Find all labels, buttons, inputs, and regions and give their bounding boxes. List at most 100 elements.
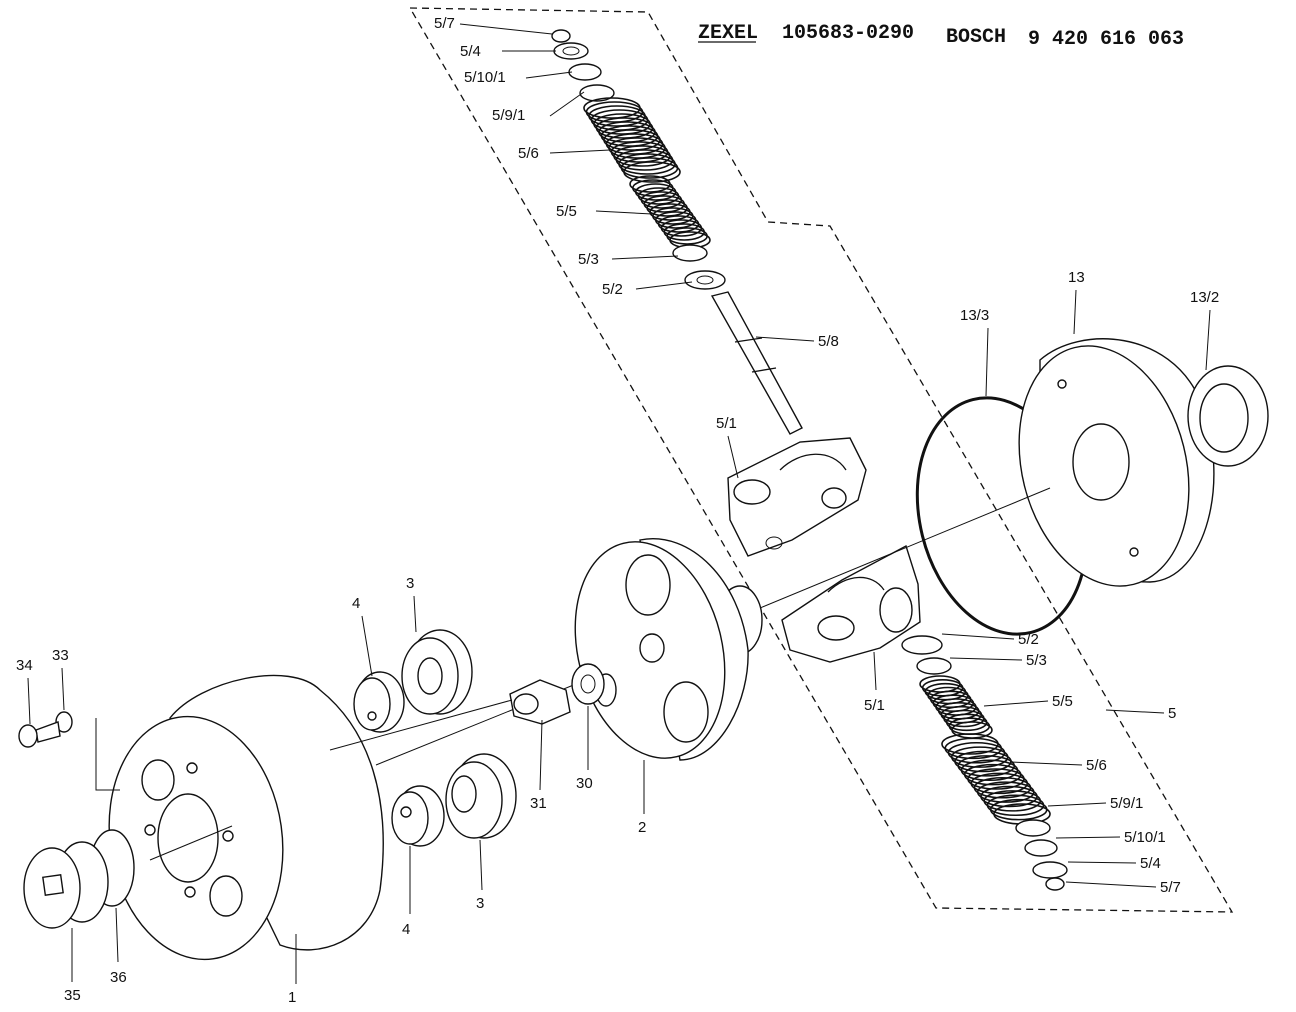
callout-leader (595, 210, 653, 215)
callout-label: 5/3 (578, 251, 599, 268)
header-maker-1: ZEXEL (698, 22, 758, 45)
header: ZEXEL 105683-0290 BOSCH 9 420 616 063 (698, 22, 1184, 51)
callout-leader (949, 657, 1023, 661)
piston-4-lower-face (391, 791, 429, 845)
housing-hole-3 (184, 886, 196, 898)
callout-leader (1065, 881, 1157, 888)
callout-leader (459, 23, 553, 35)
axis-line-upper (759, 487, 1051, 609)
callout-leader (115, 907, 119, 963)
roller-tappet-block-upper (727, 437, 867, 557)
callout-label: 34 (16, 657, 33, 674)
seal-inner (1199, 383, 1249, 453)
callout-label: 5/9/1 (1110, 795, 1143, 812)
callout-leader (1067, 861, 1137, 864)
piston-3-lower-bore (451, 775, 477, 813)
roller-tappet-block-lower (781, 544, 921, 663)
callout-label: 5/8 (818, 333, 839, 350)
callout-label: 30 (576, 775, 593, 792)
callout-label: 5/1 (716, 415, 737, 432)
shim-top (579, 84, 615, 102)
callout-leader (1105, 709, 1165, 714)
callout-label: 4 (402, 921, 410, 938)
housing-port-2 (209, 875, 243, 917)
housing-centre-bore (157, 793, 219, 883)
screw-34-shank (35, 721, 61, 743)
tappet-pin-upper-left (733, 479, 771, 505)
callout-label: 5/7 (1160, 879, 1181, 896)
valve-cap-bottom (1045, 877, 1065, 891)
oil-seal-13-2 (1187, 365, 1269, 467)
spring-collar-top (684, 270, 726, 290)
callout-label: 3 (476, 895, 484, 912)
housing-hole-1 (186, 762, 198, 774)
spring-seat-top (553, 42, 589, 60)
callout-leader (611, 255, 679, 260)
callout-label: 5/4 (460, 43, 481, 60)
spring-collar-bottom (901, 635, 943, 655)
spring-seat-bottom (1032, 861, 1068, 879)
washer-30-bore (580, 674, 596, 694)
lower-seat-top (672, 244, 708, 262)
plunger-rod (710, 291, 803, 435)
callout-leader (413, 595, 417, 633)
tappet-hole-upper (765, 536, 783, 550)
callout-label: 5/1 (864, 697, 885, 714)
callout-leader (635, 281, 693, 290)
shim-bottom (1015, 819, 1051, 837)
callout-label: 5/2 (602, 281, 623, 298)
callout-leader (27, 677, 31, 725)
callout-leader (873, 651, 877, 691)
callout-label: 3 (406, 575, 414, 592)
lower-spring-stack (901, 635, 1068, 891)
callout-leader (985, 327, 989, 397)
piston-pair-lower (391, 753, 517, 847)
callout-label: 5/5 (556, 203, 577, 220)
callout-leader (479, 839, 483, 891)
callout-label: 13 (1068, 269, 1085, 286)
callout-label: 5/10/1 (1124, 829, 1166, 846)
header-maker-2: BOSCH (946, 26, 1006, 49)
screw-leader (95, 718, 120, 791)
callout-leader (525, 71, 573, 79)
callout-label: 35 (64, 987, 81, 1004)
housing-hole-4 (144, 824, 156, 836)
piston-4-lower-hole (400, 806, 412, 818)
nut-31-face (513, 693, 539, 715)
tappet-pin-upper-right (821, 487, 847, 509)
callout-label: 5/7 (434, 15, 455, 32)
outer-spring-top (583, 97, 681, 183)
callout-label: 33 (52, 647, 69, 664)
callout-leader (1205, 309, 1211, 371)
washer-top (568, 63, 602, 81)
header-part-1: 105683-0290 (782, 22, 914, 45)
disc-pocket-top (625, 554, 671, 616)
piston-3-upper-bore (417, 657, 443, 695)
valve-cap-top (551, 29, 571, 43)
inner-spring-bottom (919, 675, 993, 739)
cover-hole-bottom (1129, 547, 1139, 557)
callout-leader (983, 700, 1049, 707)
callout-label: 5/10/1 (464, 69, 506, 86)
callout-label: 5/6 (518, 145, 539, 162)
disc-pocket-bottom (663, 681, 709, 743)
plug-35-socket (42, 874, 64, 896)
drive-disc-2 (574, 538, 763, 761)
end-cover-13 (1018, 338, 1215, 587)
header-part-2: 9 420 616 063 (1028, 28, 1184, 51)
callout-leader (549, 149, 611, 154)
callout-label: 5 (1168, 705, 1176, 722)
callout-leader (941, 633, 1015, 640)
tappet-body-lower (781, 544, 921, 663)
callout-label: 5/5 (1052, 693, 1073, 710)
washer-30 (571, 663, 605, 705)
plunger-rod-step-2 (751, 367, 777, 373)
callout-label: 5/3 (1026, 652, 1047, 669)
lower-seat-bottom (916, 657, 952, 675)
callout-label: 13/2 (1190, 289, 1219, 306)
upper-spring-stack (551, 29, 803, 435)
screw-34-head (18, 724, 38, 748)
disc-centre-bore (639, 633, 665, 663)
